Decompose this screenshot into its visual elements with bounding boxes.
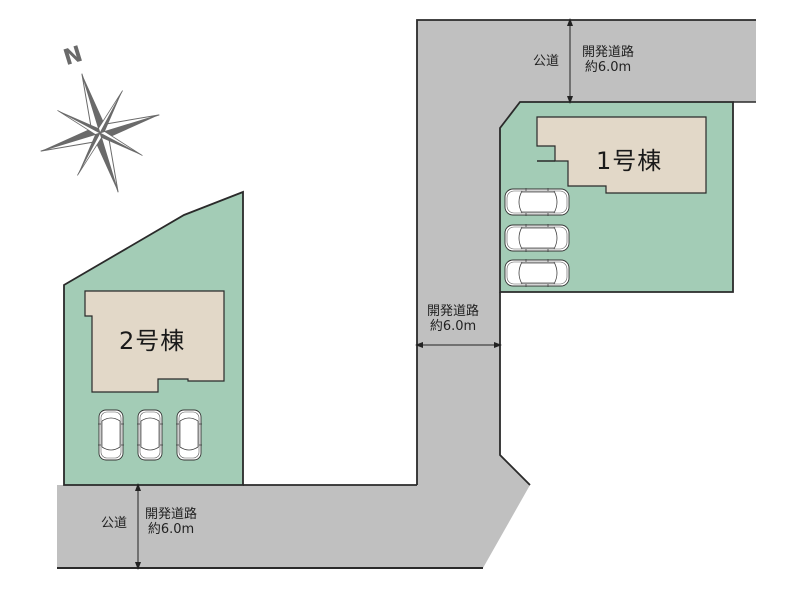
compass-rose-icon bbox=[40, 73, 160, 193]
parking-lot-2 bbox=[97, 409, 203, 461]
road-surface bbox=[57, 20, 756, 568]
bottom-public-road-label: 公道 bbox=[101, 516, 128, 531]
road-edge-corner bbox=[499, 292, 531, 486]
top-dev-road-name: 開発道路 bbox=[582, 45, 635, 60]
car-icon bbox=[136, 409, 164, 461]
car-icon bbox=[175, 409, 203, 461]
lot-1 bbox=[499, 101, 734, 293]
middle-dev-road-width: 約6.0m bbox=[429, 318, 477, 334]
house-1-label: 1号棟 bbox=[596, 147, 663, 175]
bottom-dev-road-label: 開発道路 約6.0m bbox=[145, 507, 198, 538]
house-2-label: 2号棟 bbox=[119, 327, 186, 355]
car-icon bbox=[504, 258, 570, 288]
car-icon bbox=[504, 223, 570, 253]
car-icon bbox=[504, 187, 570, 217]
bottom-dev-road-name: 開発道路 bbox=[145, 507, 198, 522]
lot-2 bbox=[63, 190, 244, 486]
road-network bbox=[57, 19, 756, 569]
house-2-footprint bbox=[84, 290, 225, 393]
top-dev-road-width: 約6.0m bbox=[584, 59, 632, 75]
top-public-road-label: 公道 bbox=[533, 54, 560, 69]
house-1-footprint bbox=[536, 116, 707, 194]
top-dev-road-label: 開発道路 約6.0m bbox=[582, 45, 635, 76]
parking-lot-1 bbox=[504, 187, 570, 288]
road-edge-top bbox=[416, 19, 756, 485]
middle-dev-road-label: 開発道路 約6.0m bbox=[427, 304, 480, 335]
middle-dev-road-name: 開発道路 bbox=[427, 304, 480, 319]
bottom-dev-road-width: 約6.0m bbox=[147, 521, 195, 537]
car-icon bbox=[97, 409, 125, 461]
